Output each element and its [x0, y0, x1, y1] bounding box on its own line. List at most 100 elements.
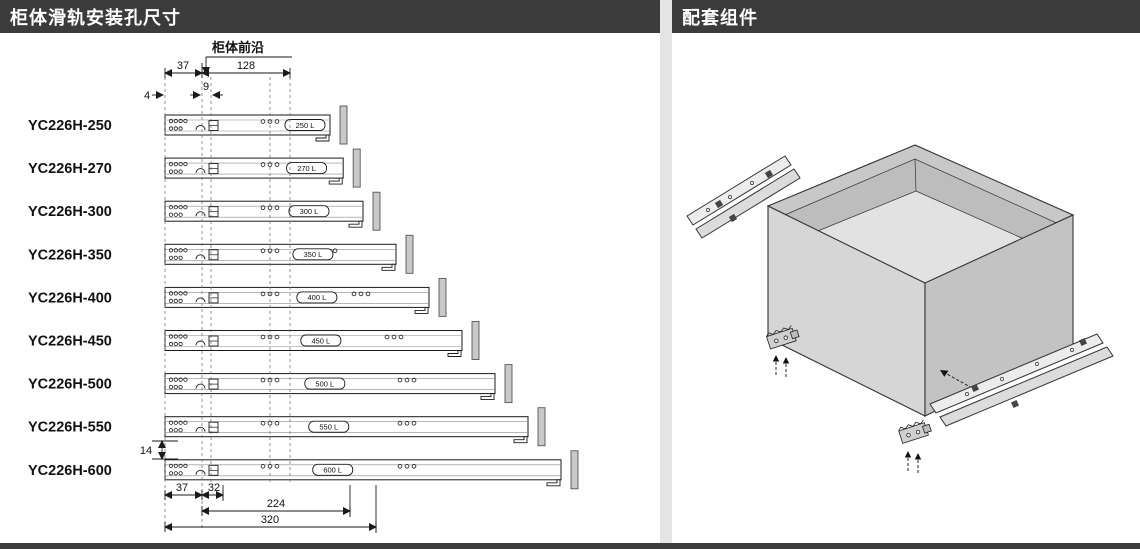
mid-hole	[274, 420, 280, 426]
front-hole	[391, 334, 397, 340]
rear-hole	[168, 377, 174, 382]
slide-body	[164, 243, 397, 265]
rail-block	[1079, 338, 1087, 346]
mid-hole	[274, 205, 280, 211]
rail-slat	[686, 155, 792, 226]
rear-hole	[173, 169, 178, 174]
rear-bracket-bar	[570, 450, 579, 490]
dim-224-label: 224	[267, 498, 285, 510]
mid-hole	[260, 205, 266, 211]
length-tag: 270 L	[297, 164, 316, 173]
rear-bracket-bar	[352, 148, 361, 188]
rear-hole	[173, 291, 178, 296]
length-tag-box	[292, 248, 334, 261]
front-hook	[315, 134, 330, 142]
model-label: YC226H-350	[28, 247, 112, 263]
rear-hole	[173, 255, 178, 260]
mid-hole	[260, 119, 266, 124]
mid-hole	[274, 291, 280, 297]
length-tag-box	[304, 377, 346, 390]
rear-hole	[173, 471, 178, 476]
front-hole	[411, 463, 417, 469]
rear-hole	[178, 334, 183, 339]
front-hole	[397, 420, 403, 426]
front-hole	[404, 377, 410, 383]
front-hook	[414, 306, 429, 314]
mid-hole	[260, 291, 266, 297]
rear-hole	[168, 248, 174, 253]
rear-hole	[168, 341, 174, 347]
rear-hole	[173, 420, 178, 425]
front-hook	[480, 393, 495, 401]
dim-128-label: 128	[237, 60, 255, 72]
rail-block	[971, 384, 979, 392]
front-hook	[348, 220, 363, 228]
rear-hole	[178, 377, 183, 382]
length-tag: 300 L	[300, 207, 319, 216]
rear-hole	[168, 428, 174, 433]
mid-hole	[274, 377, 280, 383]
left-panel-title: 柜体滑轨安装孔尺寸	[10, 7, 181, 28]
rear-hole	[183, 205, 188, 210]
adjust-cam	[195, 168, 206, 174]
up-arrow-icon	[904, 451, 912, 458]
length-tag: 450 L	[311, 336, 330, 345]
front-hole	[351, 291, 357, 297]
rear-hole	[168, 420, 174, 425]
rail-hole	[1035, 362, 1039, 366]
rear-hole	[183, 248, 188, 253]
left-panel-header: 柜体滑轨安装孔尺寸	[0, 0, 660, 33]
locking-clip-left-icon	[766, 325, 800, 350]
front-hole	[358, 291, 364, 297]
rear-hole	[173, 377, 178, 382]
rear-hole	[168, 205, 174, 210]
front-hole	[365, 291, 371, 297]
adjust-cam	[195, 340, 206, 346]
rear-hole	[173, 334, 178, 339]
rail-block	[728, 213, 738, 223]
model-label: YC226H-400	[28, 290, 112, 306]
front-hook	[328, 177, 343, 185]
mid-hole	[274, 119, 280, 124]
rear-hole	[178, 341, 183, 347]
up-arrow-icon	[782, 357, 790, 364]
clip-teeth	[766, 325, 792, 337]
slide-body	[164, 459, 562, 481]
rear-hole	[168, 291, 174, 296]
slide-rail-right-icon	[929, 333, 1114, 427]
front-hook	[447, 350, 462, 357]
adjust-cam	[195, 254, 206, 260]
mounting-arrows-right	[904, 451, 922, 474]
front-hook	[381, 263, 396, 271]
dimension-annotations: 柜体前沿 37 128 4 9	[140, 40, 377, 533]
clip-teeth	[898, 419, 924, 432]
rear-bracket-bar	[537, 407, 546, 447]
rear-hole	[178, 118, 183, 124]
panel-matching-components: 配套组件	[672, 0, 1140, 543]
rail-hole	[965, 392, 969, 396]
model-label: YC226H-450	[28, 334, 112, 350]
drawer-inner-edge	[914, 158, 917, 192]
rear-hole	[178, 126, 183, 131]
adjust-cam	[195, 469, 206, 475]
mid-hole	[274, 248, 280, 254]
rear-hole	[168, 471, 174, 476]
model-label: YC226H-250	[28, 118, 112, 134]
rear-hole	[178, 162, 183, 167]
rear-hole	[168, 169, 174, 174]
rear-hole	[178, 471, 183, 476]
locking-clip-right-icon	[898, 419, 932, 444]
mid-hole	[274, 463, 280, 469]
rear-hole	[178, 420, 183, 425]
length-tag-box	[312, 463, 354, 476]
clip-hole	[906, 432, 911, 438]
front-hole	[411, 420, 417, 426]
rear-hole	[168, 298, 174, 303]
rear-hole	[183, 118, 188, 124]
length-tag-box	[284, 119, 326, 131]
